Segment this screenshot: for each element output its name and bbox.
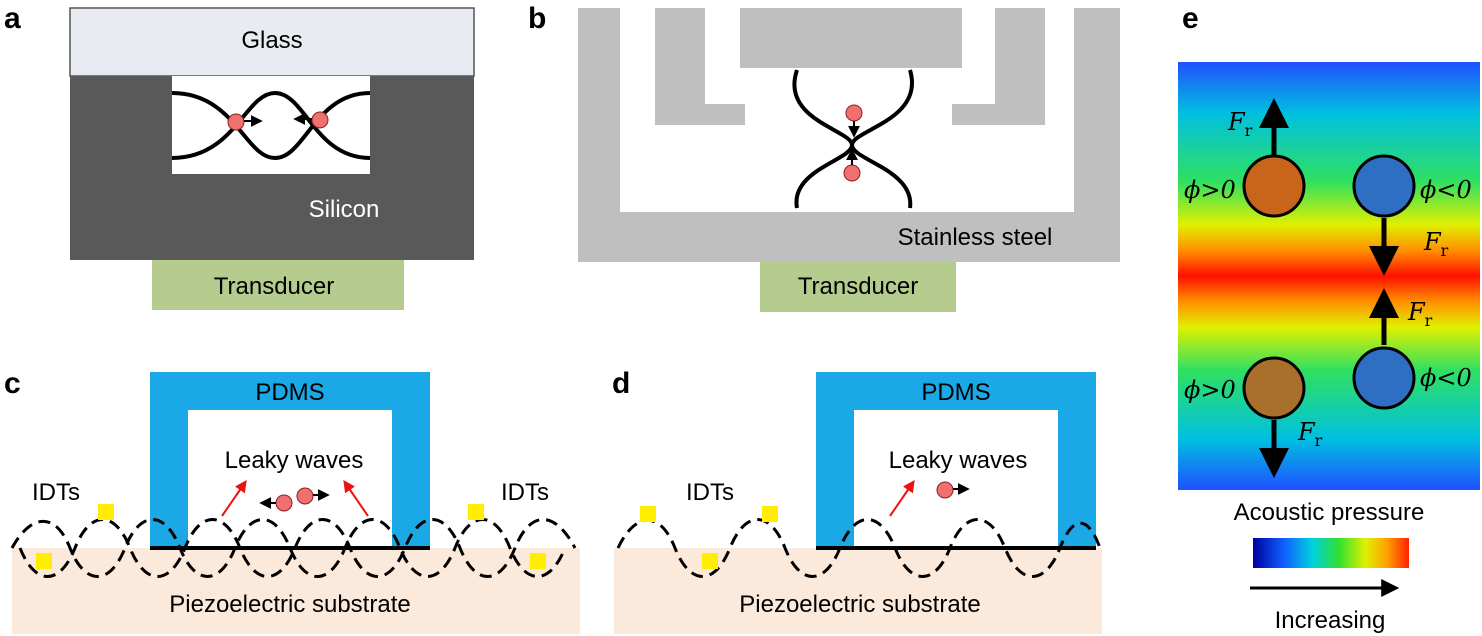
- substrate-d-label: Piezoelectric substrate: [739, 591, 980, 618]
- pdms-c-label: PDMS: [255, 379, 324, 406]
- idt-c-1: [98, 504, 114, 520]
- colorbar-title: Acoustic pressure: [1234, 499, 1425, 526]
- particle-d: [936, 481, 954, 499]
- wave-d: [616, 518, 1102, 578]
- transducer-a-label: Transducer: [214, 273, 335, 300]
- steel-top-block: [740, 8, 962, 68]
- idt-d-3: [762, 506, 778, 522]
- particle-bottom: [843, 164, 861, 182]
- transducer-b: [760, 262, 956, 312]
- panel-a: a Glass Silicon Transducer: [4, 2, 475, 310]
- particle-left: [227, 113, 245, 131]
- particle-e-pos-bottom: [1242, 356, 1306, 420]
- substrate-c-label: Piezoelectric substrate: [169, 591, 410, 618]
- panel-b: b Stainless steel Transducer: [528, 2, 1120, 312]
- panel-c-letter: c: [4, 367, 21, 400]
- steel-body: [578, 8, 1120, 262]
- idts-d-label: IDTs: [686, 479, 734, 506]
- phi-pos-label-bottom: ϕ>0: [1184, 376, 1236, 404]
- panel-d-letter: d: [612, 367, 630, 400]
- glass-label: Glass: [241, 27, 302, 54]
- leaky-waves-d-label: Leaky waves: [889, 447, 1028, 474]
- steel-left-insert: [655, 8, 745, 125]
- substrate-d: [614, 548, 1102, 634]
- idt-c-2: [36, 553, 52, 569]
- pdms-d-label: PDMS: [921, 379, 990, 406]
- force-label-e-2: Fr: [1423, 228, 1449, 260]
- silicon-label: Silicon: [309, 196, 380, 223]
- particle-right: [311, 111, 329, 129]
- colorbar: [1253, 538, 1409, 568]
- particle-c-2: [296, 487, 314, 505]
- phi-neg-label-top: ϕ<0: [1420, 176, 1472, 204]
- leaky-arrow-d: [889, 480, 915, 517]
- particle-c-1: [275, 494, 293, 512]
- wave-c-1: [10, 518, 567, 578]
- panel-e: e Fr ϕ>0 ϕ<0 Fr Fr ϕ<0 ϕ>0 Fr Acoustic p…: [1178, 2, 1480, 634]
- panel-e-letter: e: [1182, 2, 1199, 35]
- panel-c: c Piezoelectric substrate PDMS IDTs IDTs…: [4, 367, 580, 634]
- wave-c-2: [18, 518, 577, 578]
- node-line-b-right: [849, 69, 914, 209]
- transducer-b-label: Transducer: [798, 273, 919, 300]
- phi-neg-label-bottom: ϕ<0: [1420, 364, 1472, 392]
- idts-c-right-label: IDTs: [501, 479, 549, 506]
- leaky-arrow-c-left: [221, 480, 247, 517]
- pressure-field: [1178, 62, 1480, 490]
- idt-d-2: [702, 553, 718, 569]
- panel-a-letter: a: [4, 2, 21, 35]
- idt-d-1: [640, 506, 656, 522]
- phi-pos-label-top: ϕ>0: [1184, 176, 1236, 204]
- steel-label: Stainless steel: [898, 224, 1053, 251]
- leaky-waves-c-label: Leaky waves: [225, 447, 364, 474]
- force-label-e-3: Fr: [1407, 298, 1433, 330]
- idts-c-left-label: IDTs: [32, 479, 80, 506]
- particle-top: [845, 104, 863, 122]
- node-line-b-left: [792, 69, 855, 209]
- idt-c-3: [468, 504, 484, 520]
- particle-e-neg-top: [1352, 154, 1416, 218]
- panel-d: d Piezoelectric substrate PDMS IDTs Leak…: [612, 367, 1102, 634]
- increasing-label: Increasing: [1275, 607, 1386, 634]
- particle-e-pos-top: [1242, 154, 1306, 218]
- idt-c-4: [530, 553, 546, 569]
- force-label-e-1: Fr: [1227, 108, 1253, 140]
- glass-layer: [69, 7, 475, 77]
- pdms-c: [150, 372, 430, 548]
- substrate-c: [12, 548, 580, 634]
- particle-e-neg-bottom: [1352, 346, 1416, 410]
- panel-b-letter: b: [528, 2, 546, 35]
- force-label-e-4: Fr: [1297, 418, 1323, 450]
- transducer-a: [152, 260, 404, 310]
- steel-right-insert: [952, 8, 1045, 125]
- leaky-arrow-c-right: [343, 480, 369, 517]
